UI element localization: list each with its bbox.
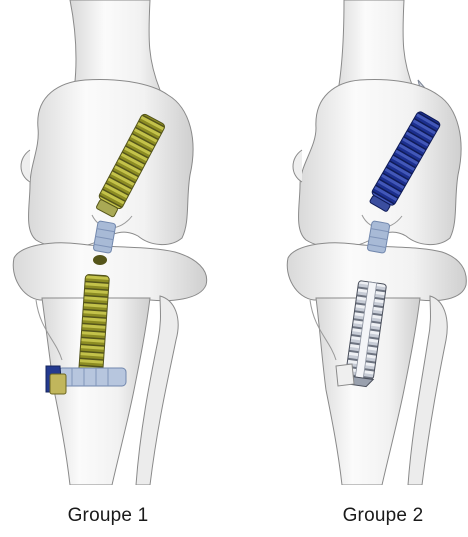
knee-illustration-groupe-2 xyxy=(234,0,468,485)
knee-illustration-groupe-1 xyxy=(0,0,234,485)
knee-svg-groupe-2 xyxy=(234,0,468,485)
knee-svg-groupe-1 xyxy=(0,0,234,485)
caption-groupe-2: Groupe 2 xyxy=(308,505,458,527)
femoral-condyles xyxy=(29,80,194,248)
caption-groupe-1: Groupe 1 xyxy=(33,505,183,527)
